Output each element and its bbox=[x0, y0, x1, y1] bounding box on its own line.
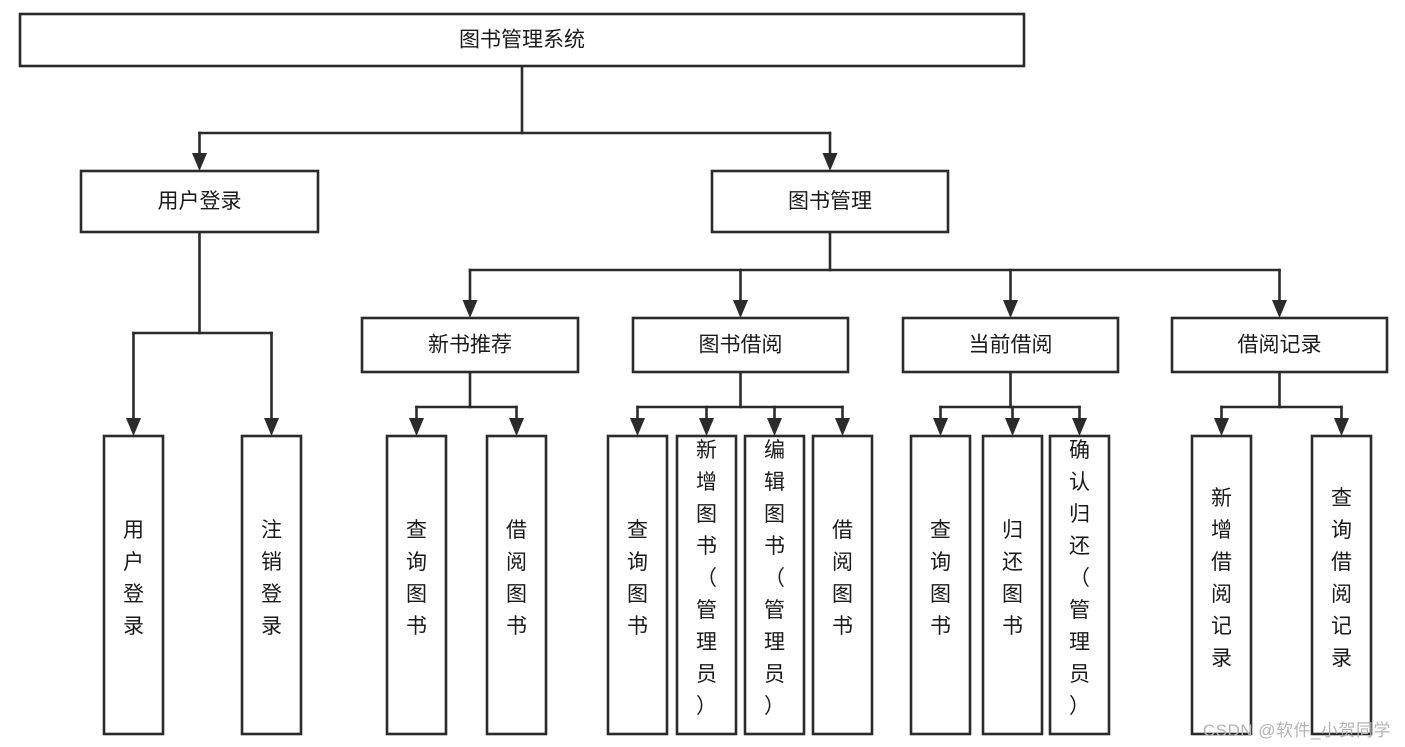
arrow-head-icon bbox=[767, 418, 782, 436]
arrow-head-icon bbox=[192, 153, 207, 171]
arrow-head-icon bbox=[1214, 418, 1229, 436]
node-编辑图书管理员[interactable]: 编辑图书（管理员） bbox=[743, 434, 806, 736]
node-新书推荐[interactable]: 新书推荐 bbox=[360, 316, 580, 374]
node-label-借阅记录: 借阅记录 bbox=[1238, 334, 1322, 357]
node-box-用户登录 bbox=[102, 434, 165, 736]
watermark-label: CSDN @软件_小贺同学 bbox=[1202, 721, 1391, 740]
node-label-归还图书: 归还图书 bbox=[1002, 519, 1023, 638]
node-label-注销登录: 注销登录 bbox=[261, 519, 282, 638]
arrow-head-icon bbox=[1072, 418, 1087, 436]
arrow-head-icon bbox=[1003, 300, 1018, 318]
node-box-用户登录 bbox=[79, 169, 320, 234]
node-label-查询图书: 查询图书 bbox=[627, 519, 648, 638]
node-box-新增借阅记录 bbox=[1190, 434, 1253, 736]
node-label-确认归还管理员: 确认归还（管理员） bbox=[1069, 439, 1090, 718]
arrow-head-icon bbox=[630, 418, 645, 436]
node-box-借阅图书 bbox=[485, 434, 548, 736]
node-label-查询图书: 查询图书 bbox=[406, 519, 427, 638]
node-查询图书[interactable]: 查询图书 bbox=[909, 434, 972, 736]
node-当前借阅[interactable]: 当前借阅 bbox=[901, 316, 1120, 374]
arrow-head-icon bbox=[699, 418, 714, 436]
node-box-查询图书 bbox=[909, 434, 972, 736]
node-box-图书管理系统 bbox=[18, 12, 1026, 68]
node-label-用户登录: 用户登录 bbox=[123, 519, 144, 638]
node-新增图书管理员[interactable]: 新增图书（管理员） bbox=[675, 434, 738, 736]
node-label-查询图书: 查询图书 bbox=[930, 519, 951, 638]
node-box-查询图书 bbox=[385, 434, 448, 736]
node-查询图书[interactable]: 查询图书 bbox=[606, 434, 669, 736]
node-box-图书管理 bbox=[710, 169, 950, 234]
node-借阅记录[interactable]: 借阅记录 bbox=[1170, 316, 1389, 374]
node-用户登录[interactable]: 用户登录 bbox=[79, 169, 320, 234]
node-label-图书借阅: 图书借阅 bbox=[699, 334, 783, 357]
arrow-head-icon bbox=[1272, 300, 1287, 318]
node-归还图书[interactable]: 归还图书 bbox=[981, 434, 1044, 736]
node-借阅图书[interactable]: 借阅图书 bbox=[485, 434, 548, 736]
node-label-新书推荐: 新书推荐 bbox=[428, 334, 512, 357]
node-box-新增图书管理员 bbox=[675, 434, 738, 736]
node-box-新书推荐 bbox=[360, 316, 580, 374]
node-label-新增图书管理员: 新增图书（管理员） bbox=[696, 439, 717, 718]
node-图书管理[interactable]: 图书管理 bbox=[710, 169, 950, 234]
node-layer: 图书管理系统用户登录用户登录注销登录图书管理新书推荐查询图书借阅图书图书借阅查询… bbox=[18, 12, 1389, 736]
arrow-head-icon bbox=[1005, 418, 1020, 436]
node-box-归还图书 bbox=[981, 434, 1044, 736]
arrow-head-icon bbox=[1334, 418, 1349, 436]
arrow-head-icon bbox=[126, 418, 141, 436]
node-box-编辑图书管理员 bbox=[743, 434, 806, 736]
node-box-查询借阅记录 bbox=[1310, 434, 1373, 736]
node-label-当前借阅: 当前借阅 bbox=[969, 334, 1053, 357]
arrow-head-icon bbox=[462, 300, 478, 318]
node-确认归还管理员[interactable]: 确认归还（管理员） bbox=[1048, 434, 1111, 736]
arrow-head-icon bbox=[733, 300, 748, 318]
node-box-图书借阅 bbox=[631, 316, 850, 374]
node-box-当前借阅 bbox=[901, 316, 1120, 374]
node-查询图书[interactable]: 查询图书 bbox=[385, 434, 448, 736]
arrow-head-icon bbox=[822, 153, 838, 171]
node-box-借阅记录 bbox=[1170, 316, 1389, 374]
node-label-图书管理系统: 图书管理系统 bbox=[459, 29, 585, 52]
node-label-用户登录: 用户登录 bbox=[158, 190, 242, 213]
node-box-确认归还管理员 bbox=[1048, 434, 1111, 736]
arrow-head-icon bbox=[409, 418, 424, 436]
node-label-查询借阅记录: 查询借阅记录 bbox=[1331, 487, 1352, 670]
node-查询借阅记录[interactable]: 查询借阅记录 bbox=[1310, 434, 1373, 736]
arrow-head-icon bbox=[835, 418, 850, 436]
node-label-编辑图书管理员: 编辑图书（管理员） bbox=[764, 439, 785, 718]
node-注销登录[interactable]: 注销登录 bbox=[240, 434, 303, 736]
node-box-借阅图书 bbox=[811, 434, 874, 736]
node-用户登录[interactable]: 用户登录 bbox=[102, 434, 165, 736]
node-label-图书管理: 图书管理 bbox=[788, 190, 872, 213]
node-新增借阅记录[interactable]: 新增借阅记录 bbox=[1190, 434, 1253, 736]
arrow-head-icon bbox=[933, 418, 948, 436]
connector-layer bbox=[126, 64, 1349, 436]
node-借阅图书[interactable]: 借阅图书 bbox=[811, 434, 874, 736]
node-box-查询图书 bbox=[606, 434, 669, 736]
node-label-新增借阅记录: 新增借阅记录 bbox=[1211, 487, 1232, 670]
arrow-head-icon bbox=[264, 418, 279, 436]
node-label-借阅图书: 借阅图书 bbox=[832, 519, 853, 638]
node-图书借阅[interactable]: 图书借阅 bbox=[631, 316, 850, 374]
node-box-注销登录 bbox=[240, 434, 303, 736]
node-label-借阅图书: 借阅图书 bbox=[506, 519, 527, 638]
node-图书管理系统[interactable]: 图书管理系统 bbox=[18, 12, 1026, 68]
arrow-head-icon bbox=[509, 418, 524, 436]
